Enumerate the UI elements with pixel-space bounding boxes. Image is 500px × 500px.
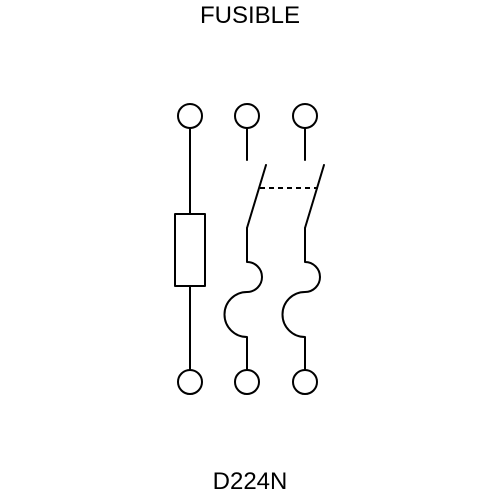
- model-number: D224N: [212, 468, 288, 495]
- diagram-title: FUSIBLE: [199, 2, 301, 29]
- switch-pole-2-coil: [281, 227, 321, 371]
- switch-pole-1-contact-blade: [246, 164, 267, 229]
- switch-pole-1-coil: [223, 227, 263, 371]
- switch-pole-2: [281, 103, 325, 395]
- switch-pole-1-top-terminal: [234, 103, 260, 129]
- fuse-pole-bottom-terminal: [177, 369, 203, 395]
- switch-pole-1-bottom-terminal: [234, 369, 260, 395]
- fuse-pole-top-terminal: [177, 103, 203, 129]
- switch-pole-2-bottom-terminal: [292, 369, 318, 395]
- switch-pole-2-contact-blade: [304, 164, 325, 229]
- fuse-pole: [174, 103, 206, 395]
- switch-pole-2-top-terminal: [292, 103, 318, 129]
- fuse-body: [174, 213, 206, 287]
- switch-pole-1: [223, 103, 267, 395]
